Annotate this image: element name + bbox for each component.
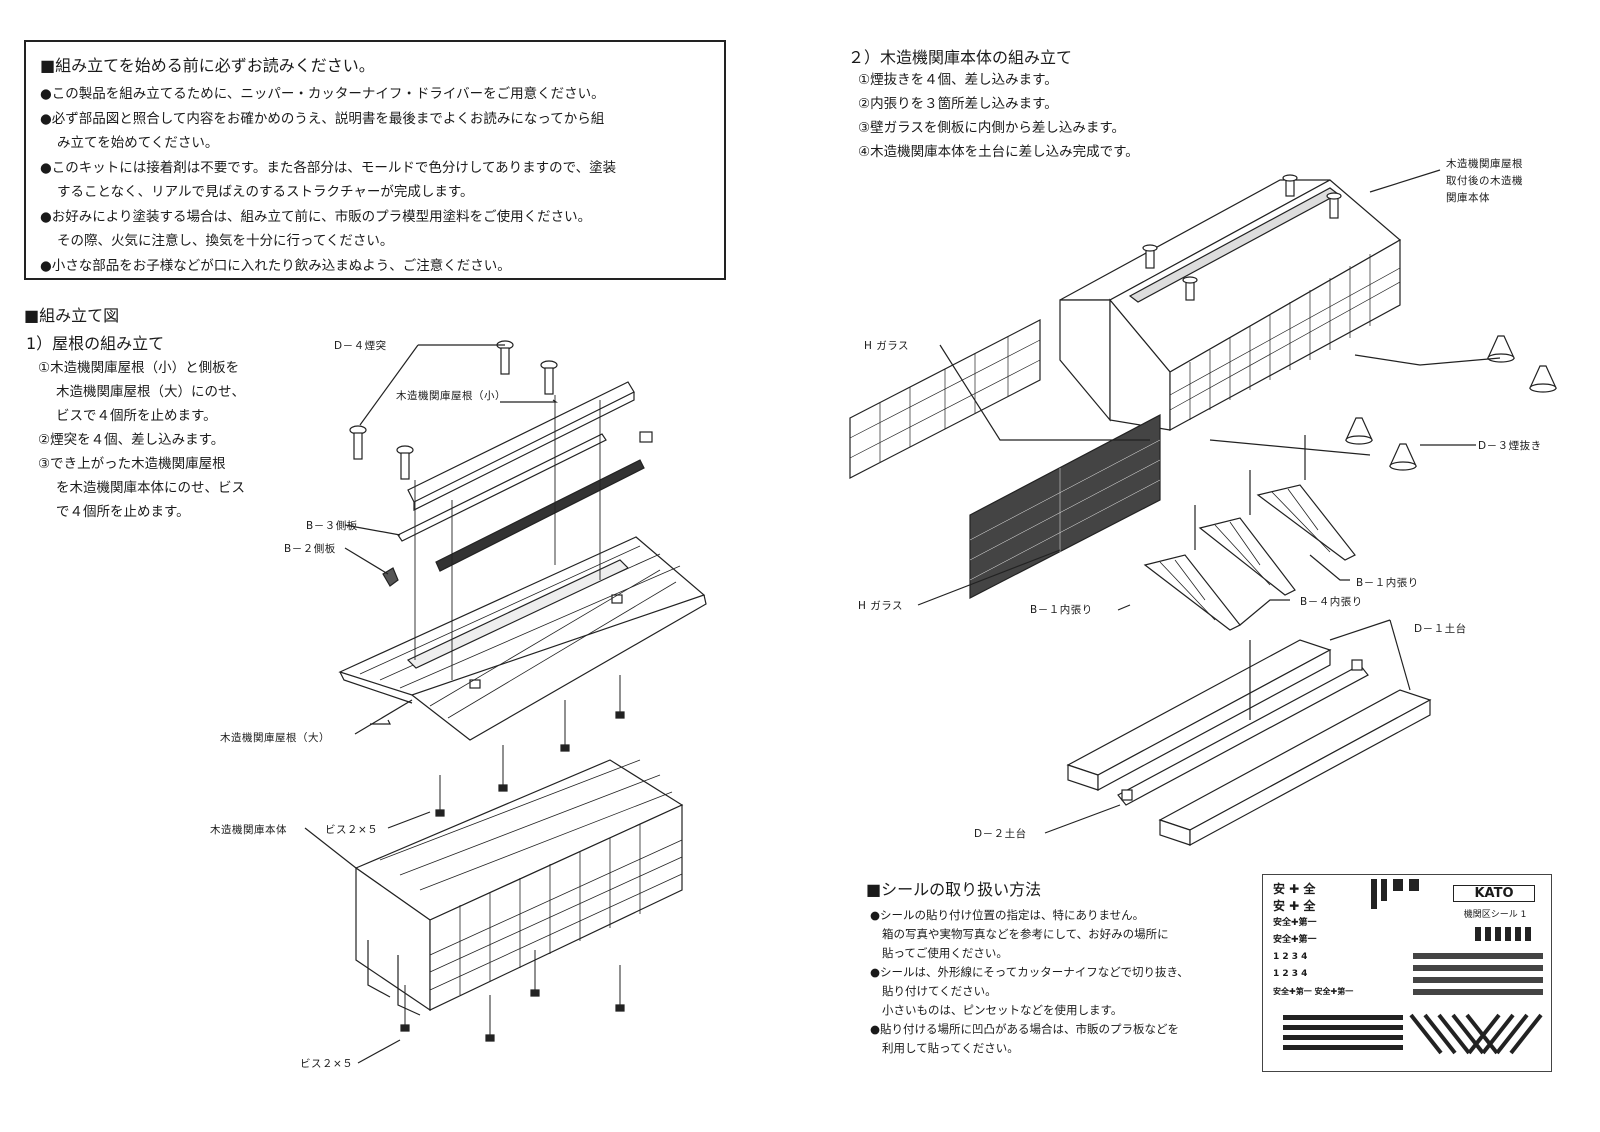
- notice-line: ●この製品を組み立てるために、ニッパー・カッターナイフ・ドライバーをご用意くださ…: [40, 86, 605, 102]
- label-brace-b4: B－４内張り: [1300, 596, 1363, 608]
- engine-shed-body-drawing: [354, 759, 684, 1016]
- chimney-parts: [349, 340, 558, 480]
- finished-shed-drawing: [1059, 174, 1402, 432]
- label-glass-lower: H ガラス: [858, 600, 904, 612]
- label-body: 木造機関庫本体: [210, 824, 287, 836]
- body-steps: ①煙抜きを４個、差し込みます。 ②内張りを３箇所差し込みます。 ③壁ガラスを側板…: [858, 68, 1139, 164]
- seal-line: 箱の写真や実物写真などを参考にして、お好みの場所に: [882, 927, 1169, 941]
- notice-line: ●小さな部品をお子様などが口に入れたり飲み込まぬよう、ご注意ください。: [40, 257, 511, 274]
- notice-line: み立てを始めてください。: [57, 135, 219, 151]
- seal-line: ●シールは、外形線にそってカッターナイフなどで切り抜き、: [870, 965, 1189, 979]
- notice-line: ●必ず部品図と照合して内容をお確かめのうえ、説明書を最後までよくお読みになってか…: [40, 110, 605, 127]
- label-base-d2: D－２土台: [974, 828, 1027, 840]
- seal-line: 小さいものは、ピンセットなどを使用します。: [882, 1003, 1123, 1017]
- base-parts: [1066, 639, 1432, 847]
- seal-line: 貼ってご使用ください。: [882, 946, 1008, 960]
- notice-line: ●このキットには接着剤は不要です。また各部分は、モールドで色分けしてありますので…: [40, 159, 617, 176]
- seal-title: ■シールの取り扱い方法: [866, 880, 1042, 899]
- roof-steps: ①木造機関庫屋根（小）と側板を 木造機関庫屋根（大）にのせ、 ビスで４個所を止め…: [38, 356, 245, 524]
- notice-title: ■組み立てを始める前に必ずお読みください。: [40, 56, 375, 75]
- body-step: ④木造機関庫本体を土台に差し込み完成です。: [858, 144, 1139, 160]
- label-chimney: D－４煙突: [334, 340, 387, 352]
- notice-box: ■組み立てを始める前に必ずお読みください。 ●この製品を組み立てるために、ニッパ…: [24, 40, 726, 280]
- label-brace-b1-left: B－１内張り: [1030, 604, 1093, 616]
- label-brace-b1-right: B－１内張り: [1356, 577, 1419, 589]
- vent-parts: [1345, 335, 1557, 471]
- roof-step: ③でき上がった木造機関庫屋根: [38, 456, 226, 472]
- seal-sheet-rows: 安 ✚ 全 安 ✚ 全 安全✚第一 安全✚第一 1 2 3 4 1 2 3 4 …: [1273, 882, 1354, 996]
- body-step: ③壁ガラスを側板に内側から差し込みます。: [858, 120, 1125, 136]
- label-roof-small: 木造機関庫屋根（小）: [396, 390, 506, 402]
- roof-step: ①木造機関庫屋根（小）と側板を: [38, 360, 240, 376]
- label-glass-upper: H ガラス: [864, 340, 910, 352]
- label-side-b2: B－２側板: [284, 543, 336, 555]
- body-heading: ２）木造機関庫本体の組み立て: [848, 48, 1073, 67]
- assembly-title: ■組み立て図: [24, 306, 120, 325]
- seal-sheet-name: 機関区シール 1: [1463, 910, 1527, 920]
- seal-sheet: 安 ✚ 全 安 ✚ 全 安全✚第一 安全✚第一 1 2 3 4 1 2 3 4 …: [1262, 874, 1552, 1072]
- label-roof-large: 木造機関庫屋根（大）: [220, 732, 330, 744]
- label-screw-upper: ビス２×５: [325, 824, 379, 836]
- brace-parts: [1143, 484, 1356, 631]
- roof-step: を木造機関庫本体にのせ、ビス: [56, 480, 245, 496]
- notice-line: することなく、リアルで見ばえのするストラクチャーが完成します。: [57, 184, 474, 200]
- label-finished: 木造機関庫屋根 取付後の木造機 関庫本体: [1446, 158, 1523, 204]
- seal-sheet-graphics: [1283, 879, 1543, 1055]
- seal-line: 貼り付けてください。: [882, 984, 997, 998]
- seal-line: ●貼り付ける場所に凹凸がある場合は、市販のプラ板などを: [870, 1022, 1180, 1036]
- label-side-b3: B－３側板: [306, 520, 358, 532]
- roof-step: で４個所を止めます。: [56, 504, 190, 520]
- body-step: ②内張りを３箇所差し込みます。: [858, 96, 1058, 112]
- roof-step: ②煙突を４個、差し込みます。: [38, 432, 225, 448]
- kato-logo: KATO: [1453, 885, 1535, 902]
- seal-instructions: ●シールの貼り付け位置の指定は、特にありません。 箱の写真や実物写真などを参考に…: [870, 906, 1189, 1058]
- label-vent: D－３煙抜き: [1478, 440, 1542, 452]
- roof-heading: 1）屋根の組み立て: [26, 334, 165, 353]
- body-step: ①煙抜きを４個、差し込みます。: [858, 72, 1058, 88]
- seal-line: 利用して貼ってください。: [882, 1041, 1019, 1055]
- notice-line: その際、火気に注意し、換気を十分に行ってください。: [57, 233, 394, 249]
- roof-step: ビスで４個所を止めます。: [56, 408, 217, 424]
- seal-line: ●シールの貼り付け位置の指定は、特にありません。: [870, 908, 1145, 922]
- notice-line: ●お好みにより塗装する場合は、組み立て前に、市販のプラ模型用塗料をご使用ください…: [40, 208, 592, 225]
- label-base-d1: D－１土台: [1414, 623, 1467, 635]
- label-screw-lower: ビス２×５: [300, 1058, 354, 1070]
- glass-panels-drawing: [849, 319, 1161, 599]
- roof-step: 木造機関庫屋根（大）にのせ、: [56, 384, 245, 400]
